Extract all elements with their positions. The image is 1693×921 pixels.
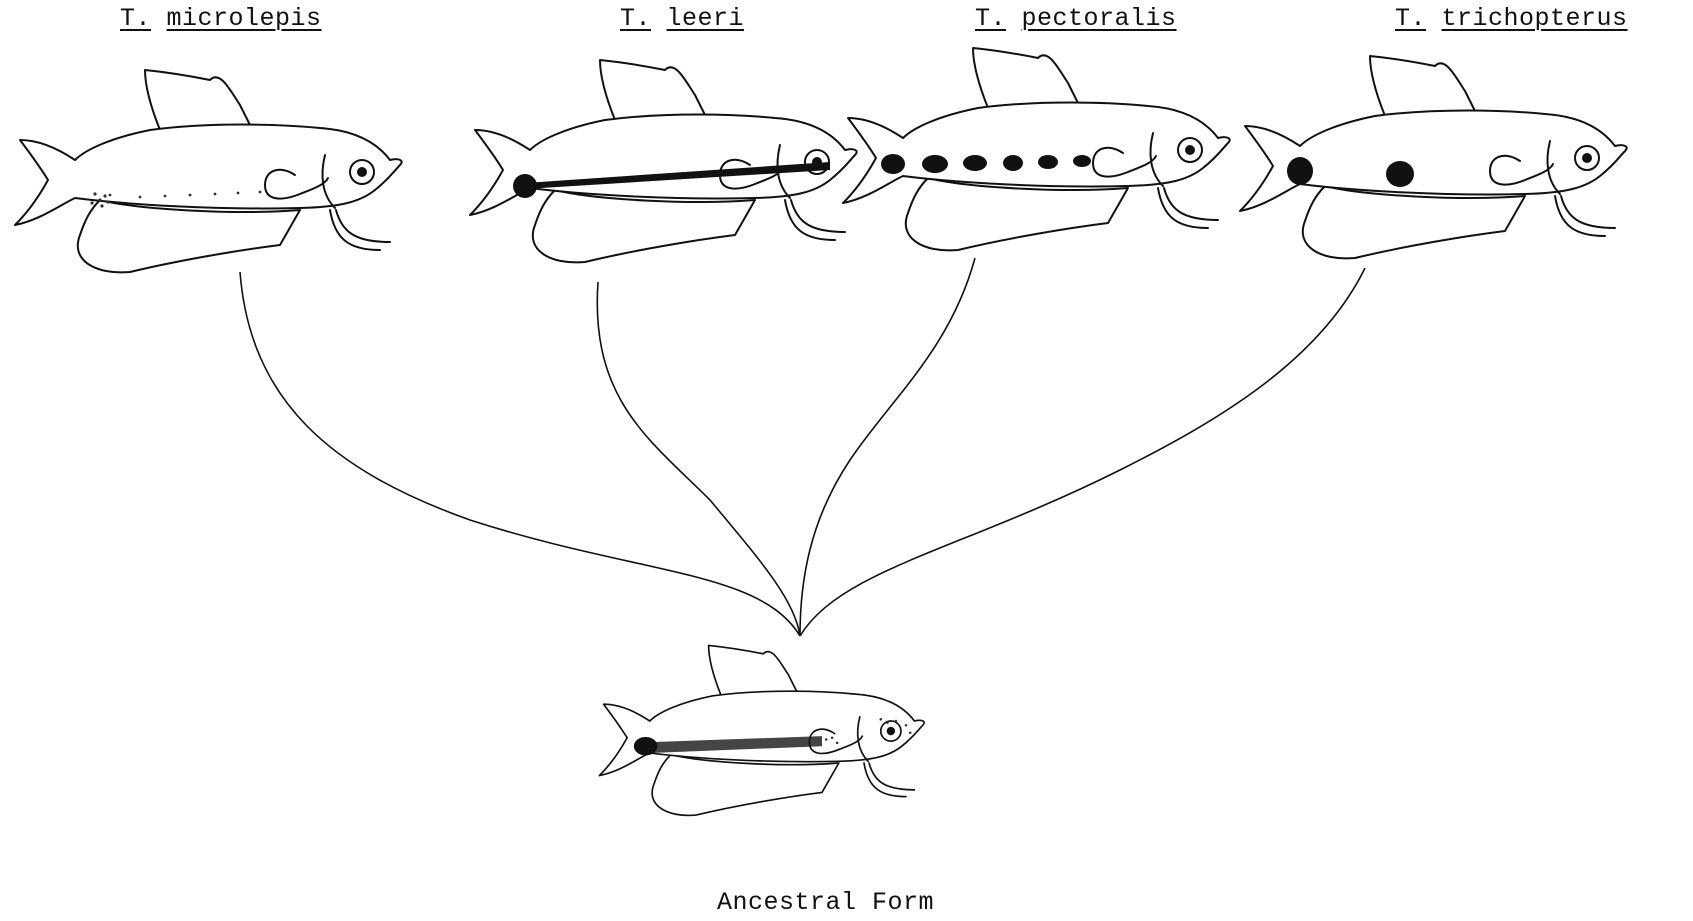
branch-lines: [240, 258, 1365, 636]
fish-pectoralis: [843, 48, 1230, 250]
branch-pectoralis: [800, 258, 975, 636]
fish-ancestral-form: [599, 645, 924, 815]
fish-leeri: [470, 60, 857, 262]
fish-microlepis: [15, 70, 402, 272]
branch-microlepis: [240, 272, 800, 636]
branch-trichopterus: [800, 268, 1365, 636]
branch-leeri: [597, 282, 800, 636]
fish-trichopterus: [1240, 56, 1627, 258]
